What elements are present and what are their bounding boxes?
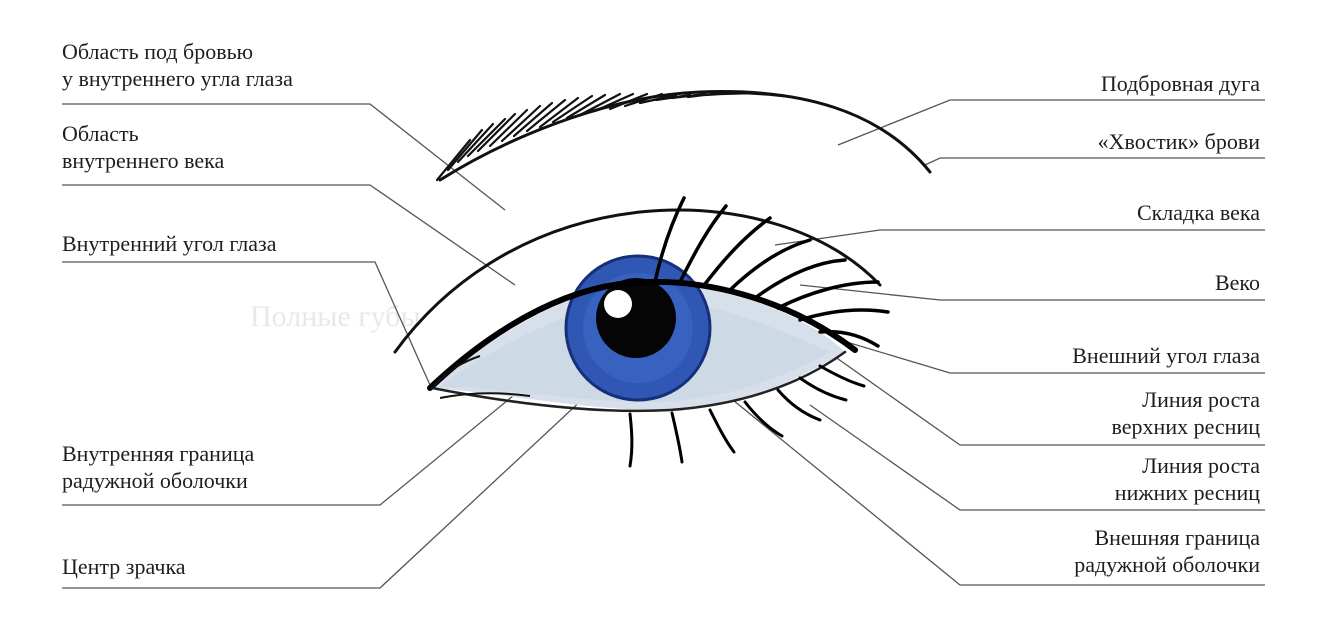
- label-upper-lash-line: Линия роста верхних ресниц: [1112, 386, 1260, 440]
- label-lid-crease: Складка века: [1137, 199, 1260, 226]
- label-brow-inner-area: Область под бровью у внутреннего угла гл…: [62, 38, 293, 92]
- lash: [705, 218, 770, 284]
- lash: [672, 413, 682, 462]
- eyebrow-hairs: [437, 93, 792, 180]
- label-iris-inner-border: Внутренняя граница радужной оболочки: [62, 440, 254, 494]
- lash: [800, 310, 888, 320]
- label-line: Веко: [1215, 269, 1260, 296]
- lash: [778, 390, 820, 420]
- iris-group: [566, 256, 710, 400]
- label-brow-tail: «Хвостик» брови: [1098, 128, 1260, 155]
- label-line: нижних ресниц: [1115, 479, 1260, 506]
- lash: [755, 260, 845, 298]
- eyebrow: [437, 92, 930, 180]
- leader-line-lid-crease: [775, 230, 1265, 245]
- lash: [745, 402, 782, 436]
- label-inner-lid-area: Область внутреннего века: [62, 120, 224, 174]
- label-line: Подбровная дуга: [1101, 70, 1260, 97]
- label-line: Внешний угол глаза: [1072, 342, 1260, 369]
- label-eyelid: Веко: [1215, 269, 1260, 296]
- lash: [820, 366, 864, 386]
- label-iris-outer-border: Внешняя граница радужной оболочки: [1074, 524, 1260, 578]
- label-inner-corner: Внутренний угол глаза: [62, 230, 276, 257]
- label-line: Внутренняя граница: [62, 440, 254, 467]
- label-brow-ridge: Подбровная дуга: [1101, 70, 1260, 97]
- label-line: у внутреннего угла глаза: [62, 65, 293, 92]
- label-line: Внешняя граница: [1074, 524, 1260, 551]
- label-line: Область под бровью: [62, 38, 293, 65]
- leader-line-brow-tail: [925, 158, 1265, 165]
- label-pupil-center: Центр зрачка: [62, 553, 186, 580]
- lash: [730, 240, 810, 290]
- eye-highlight: [604, 290, 632, 318]
- lash: [680, 206, 726, 282]
- label-line: Центр зрачка: [62, 553, 186, 580]
- lash: [710, 410, 734, 452]
- lash: [778, 282, 878, 308]
- label-line: Область: [62, 120, 224, 147]
- label-line: Линия роста: [1115, 452, 1260, 479]
- label-line: Складка века: [1137, 199, 1260, 226]
- label-outer-corner: Внешний угол глаза: [1072, 342, 1260, 369]
- label-lower-lash-line: Линия роста нижних ресниц: [1115, 452, 1260, 506]
- label-line: радужной оболочки: [1074, 551, 1260, 578]
- leader-line-inner-corner: [62, 262, 430, 385]
- label-line: «Хвостик» брови: [1098, 128, 1260, 155]
- label-line: Линия роста: [1112, 386, 1260, 413]
- label-line: Внутренний угол глаза: [62, 230, 276, 257]
- label-line: внутреннего века: [62, 147, 224, 174]
- lash: [630, 414, 632, 466]
- label-line: радужной оболочки: [62, 467, 254, 494]
- label-line: верхних ресниц: [1112, 413, 1260, 440]
- lash: [800, 378, 846, 400]
- pupil: [596, 278, 676, 358]
- leader-line-eyelid: [800, 285, 1265, 300]
